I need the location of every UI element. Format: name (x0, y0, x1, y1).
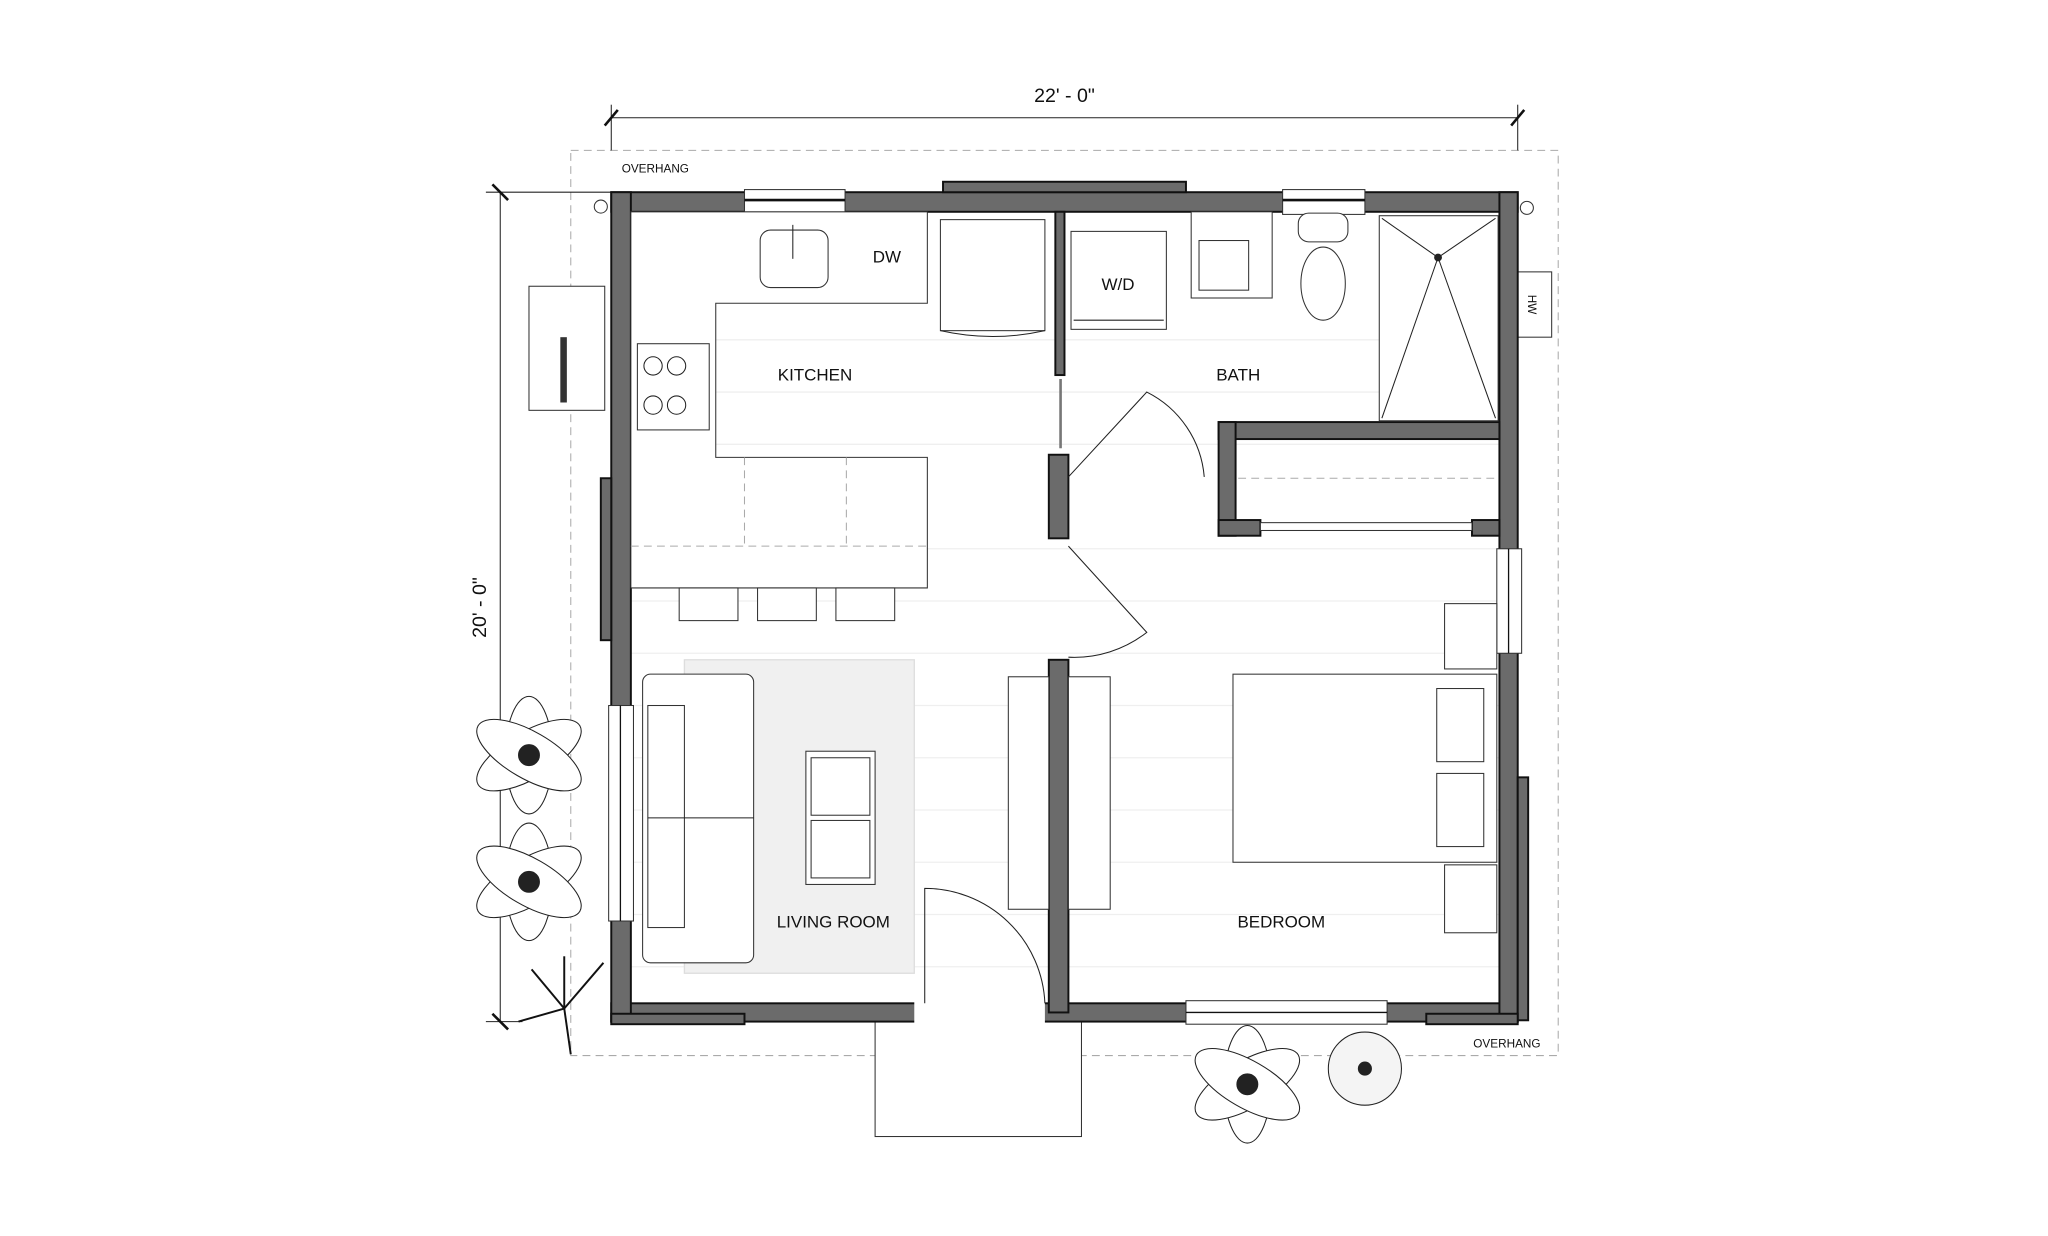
front-step (874, 1021, 1082, 1138)
ac-unit (528, 285, 606, 411)
downspout-right (1519, 200, 1534, 215)
bedroom-label: BEDROOM (1237, 913, 1325, 932)
kitchen-label: KITCHEN (778, 365, 852, 384)
interior-walls (1047, 210, 1501, 1014)
stove (636, 343, 710, 431)
depth-dimension-label: 20' - 0" (469, 577, 491, 638)
nightstand-bottom (1444, 864, 1498, 934)
width-dimension (603, 104, 1526, 151)
refrigerator (939, 219, 1046, 338)
water-heater-label: HW (1525, 295, 1538, 315)
overhang-label-top: OVERHANG (622, 163, 689, 176)
bed (1232, 673, 1498, 863)
overhang-label-bottom: OVERHANG (1473, 1038, 1540, 1051)
width-dimension-label: 22' - 0" (1034, 85, 1095, 107)
bath-label: BATH (1216, 365, 1260, 384)
kitchen-sink (759, 229, 829, 289)
nightstand-top (1444, 603, 1498, 670)
sofa (642, 673, 755, 964)
washer-dryer (1070, 230, 1167, 330)
plant-icon (476, 695, 1402, 1144)
coffee-table (805, 750, 876, 885)
windows (608, 189, 1523, 1025)
dishwasher-label: DW (873, 248, 901, 267)
toilet (1297, 212, 1349, 321)
shower (1378, 215, 1499, 422)
tv-console (1007, 676, 1111, 910)
washer-dryer-label: W/D (1102, 275, 1135, 294)
downspout-left (593, 199, 608, 214)
living-room-label: LIVING ROOM (777, 913, 890, 932)
overhang-outline (570, 149, 1559, 1057)
bar-stools (678, 587, 896, 622)
doors (924, 378, 1205, 1004)
water-heater (1517, 271, 1553, 338)
